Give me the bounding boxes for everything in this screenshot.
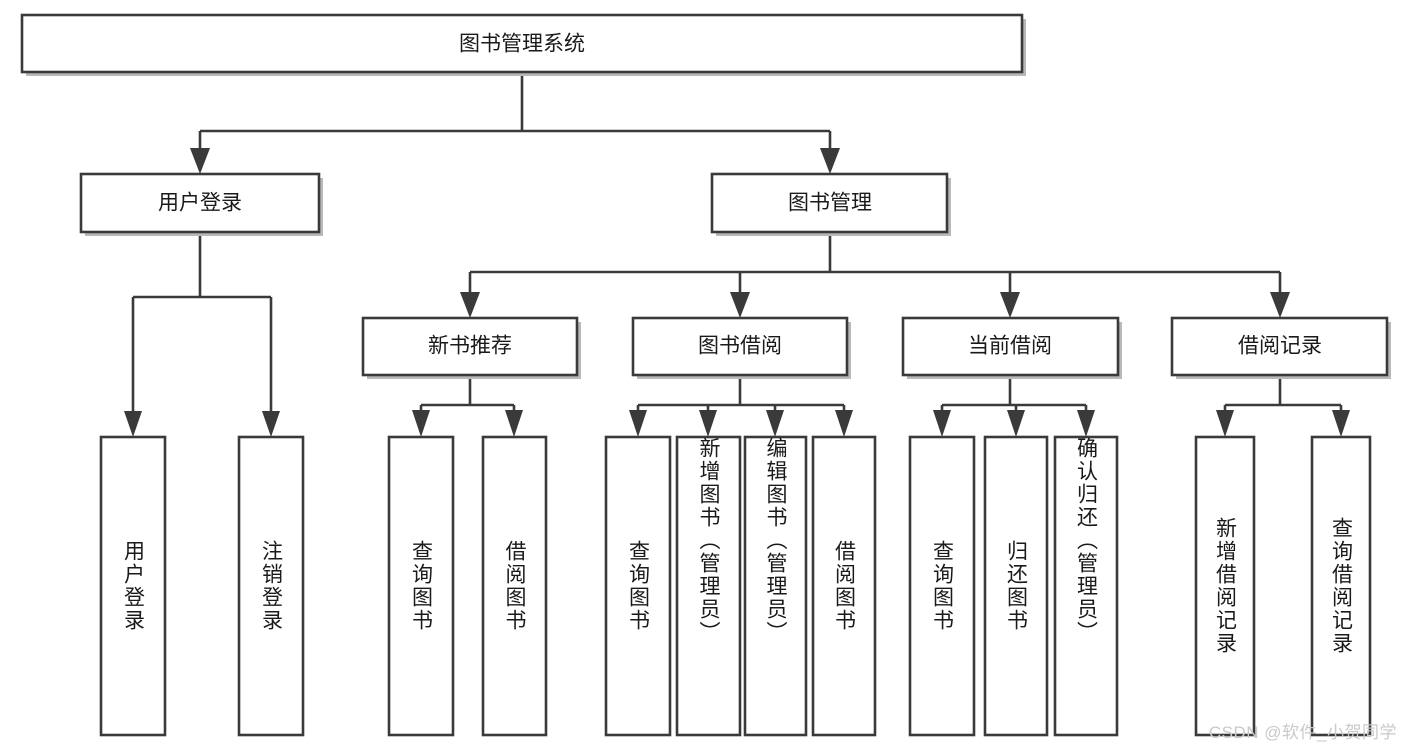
leaf-add-book-box[interactable] bbox=[675, 435, 742, 737]
node-book-borrow-box[interactable] bbox=[631, 316, 849, 377]
node-current-borrow-box[interactable] bbox=[901, 316, 1120, 377]
leaf-confirm-return-box[interactable] bbox=[1053, 435, 1119, 737]
node-current-borrow[interactable]: 当前借阅 bbox=[901, 316, 1120, 377]
arrow-leaf-logout-icon bbox=[262, 411, 280, 437]
leaf-add-borrow-record-box[interactable] bbox=[1194, 435, 1256, 737]
node-new-book-recommend[interactable]: 新书推荐 bbox=[361, 316, 579, 377]
node-user-login-label: 用户登录 bbox=[158, 192, 242, 215]
leaf-query-book-current-box[interactable] bbox=[908, 435, 976, 737]
arrow-leaf-query-book-recommend-icon bbox=[412, 410, 430, 437]
node-borrow-record-label: 借阅记录 bbox=[1238, 335, 1322, 358]
leaf-edit-book-box[interactable] bbox=[743, 435, 808, 737]
node-borrow-record[interactable]: 借阅记录 bbox=[1170, 316, 1389, 377]
leaf-logout-box[interactable] bbox=[237, 435, 305, 737]
node-user-login-box[interactable] bbox=[79, 172, 321, 234]
arrow-leaf-add-book-icon bbox=[699, 410, 717, 437]
arrow-user-login-icon bbox=[190, 148, 210, 174]
arrow-leaf-return-book-icon bbox=[1007, 410, 1025, 437]
node-borrow-record-box[interactable] bbox=[1170, 316, 1389, 377]
arrow-book-management-icon bbox=[820, 148, 840, 174]
arrow-leaf-user-login-icon bbox=[124, 411, 142, 437]
arrow-leaf-borrow-book-icon bbox=[835, 410, 853, 437]
arrow-leaf-borrow-book-recommend-icon bbox=[505, 410, 523, 437]
node-book-management[interactable]: 图书管理 bbox=[710, 172, 949, 234]
arrow-leaf-query-book-borrow-icon bbox=[629, 410, 647, 437]
leaf-borrow-book-recommend-box[interactable] bbox=[481, 435, 548, 737]
arrow-leaf-query-borrow-record-icon bbox=[1332, 410, 1350, 437]
node-new-book-recommend-label: 新书推荐 bbox=[428, 335, 512, 358]
node-current-borrow-label: 当前借阅 bbox=[968, 335, 1052, 358]
arrow-leaf-edit-book-icon bbox=[766, 410, 784, 437]
leaf-user-login-box[interactable] bbox=[99, 435, 167, 737]
arrowhead-layer bbox=[124, 148, 1350, 437]
leaf-query-borrow-record-box[interactable] bbox=[1310, 435, 1372, 737]
node-book-borrow-label: 图书借阅 bbox=[698, 335, 782, 358]
csdn-watermark: CSDN @软件_小贺同学 bbox=[1208, 723, 1397, 742]
arrow-borrow-record-icon bbox=[1270, 292, 1290, 318]
leaf-box-layer[interactable] bbox=[99, 435, 1372, 737]
arrow-leaf-query-book-current-icon bbox=[933, 410, 951, 437]
node-root-label: 图书管理系统 bbox=[459, 33, 585, 56]
node-book-management-label: 图书管理 bbox=[788, 192, 872, 215]
arrow-leaf-confirm-return-icon bbox=[1077, 410, 1095, 437]
node-user-login[interactable]: 用户登录 bbox=[79, 172, 321, 234]
arrow-current-borrow-icon bbox=[1000, 292, 1020, 318]
leaf-borrow-book-box[interactable] bbox=[811, 435, 877, 737]
node-book-borrow[interactable]: 图书借阅 bbox=[631, 316, 849, 377]
leaf-query-book-borrow-box[interactable] bbox=[604, 435, 672, 737]
arrow-book-borrow-icon bbox=[730, 292, 750, 318]
node-new-book-recommend-box[interactable] bbox=[361, 316, 579, 377]
arrow-new-book-recommend-icon bbox=[460, 292, 480, 318]
node-book-management-box[interactable] bbox=[710, 172, 949, 234]
node-root-box[interactable] bbox=[20, 13, 1024, 74]
arrow-leaf-add-borrow-record-icon bbox=[1216, 410, 1234, 437]
leaf-query-book-recommend-box[interactable] bbox=[387, 435, 455, 737]
leaf-return-book-box[interactable] bbox=[983, 435, 1049, 737]
node-root[interactable]: 图书管理系统 bbox=[20, 13, 1024, 74]
